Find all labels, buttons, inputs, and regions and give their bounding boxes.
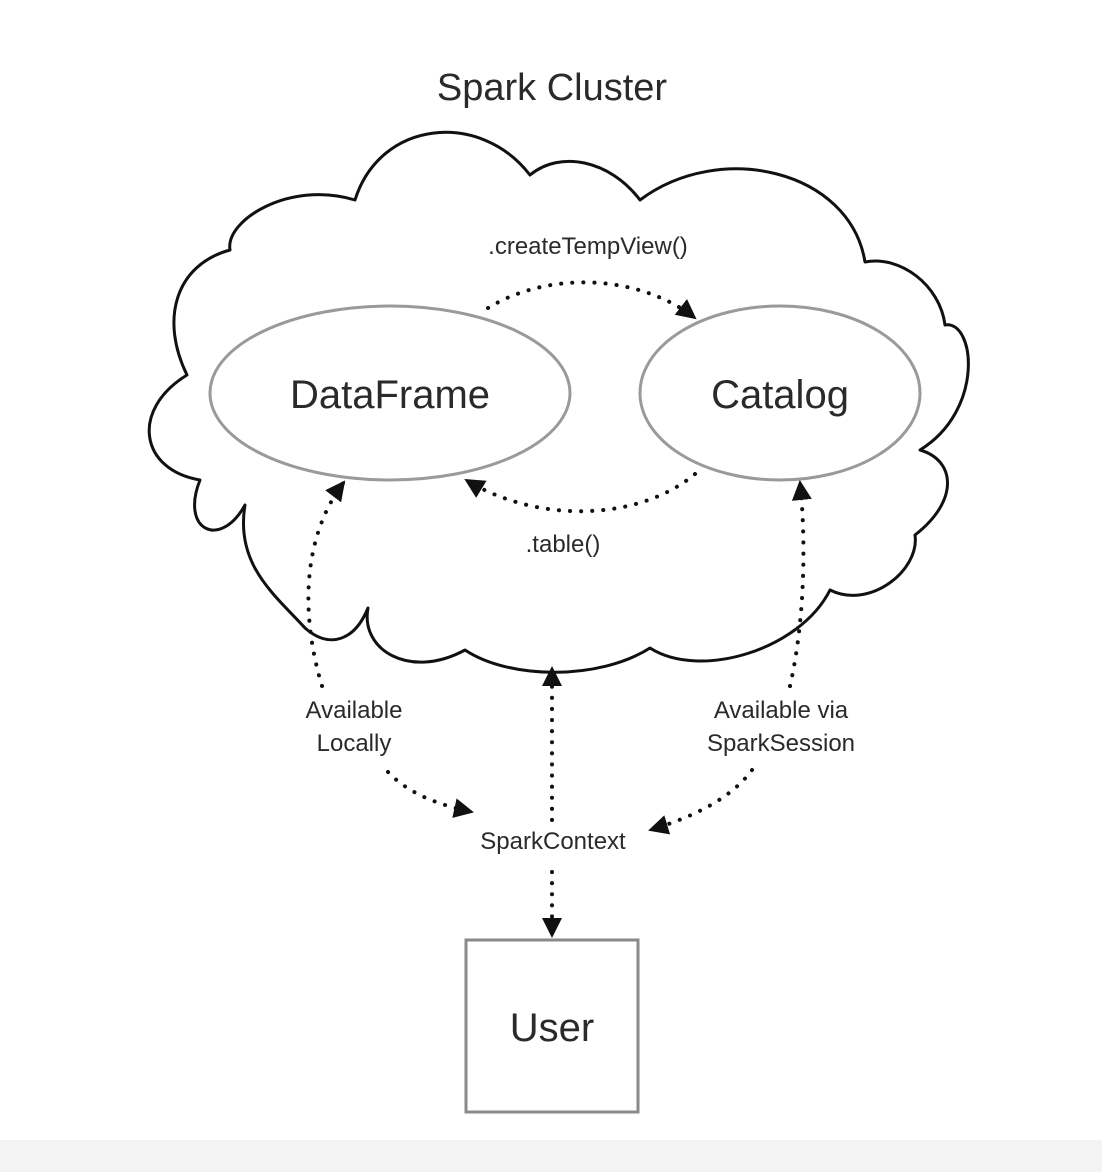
available-via-label-line2: SparkSession [707,730,855,757]
table-arrow [464,472,697,514]
available-locally-label-line2: Locally [317,730,392,757]
catalog-node [638,304,922,482]
user-node [464,938,640,1114]
available-locally-arrow-down [386,770,474,818]
user-label: User [510,1006,594,1050]
spark-context-label: SparkContext [480,828,626,855]
diagram-svg: Spark Cluster DataFrame Catalog .createT… [147,67,970,1114]
available-via-label-line1: Available via [714,697,849,724]
catalog-label: Catalog [711,373,849,417]
available-via-arrow-down [648,768,754,835]
create-temp-view-label: .createTempView() [488,233,688,260]
bottom-band [0,1140,1102,1172]
table-label: .table() [526,531,601,558]
dataframe-node [208,304,572,482]
dataframe-label: DataFrame [290,373,490,417]
available-locally-label-line1: Available [306,697,403,724]
cluster-title: Spark Cluster [437,67,668,109]
create-temp-view-arrow [486,280,697,320]
